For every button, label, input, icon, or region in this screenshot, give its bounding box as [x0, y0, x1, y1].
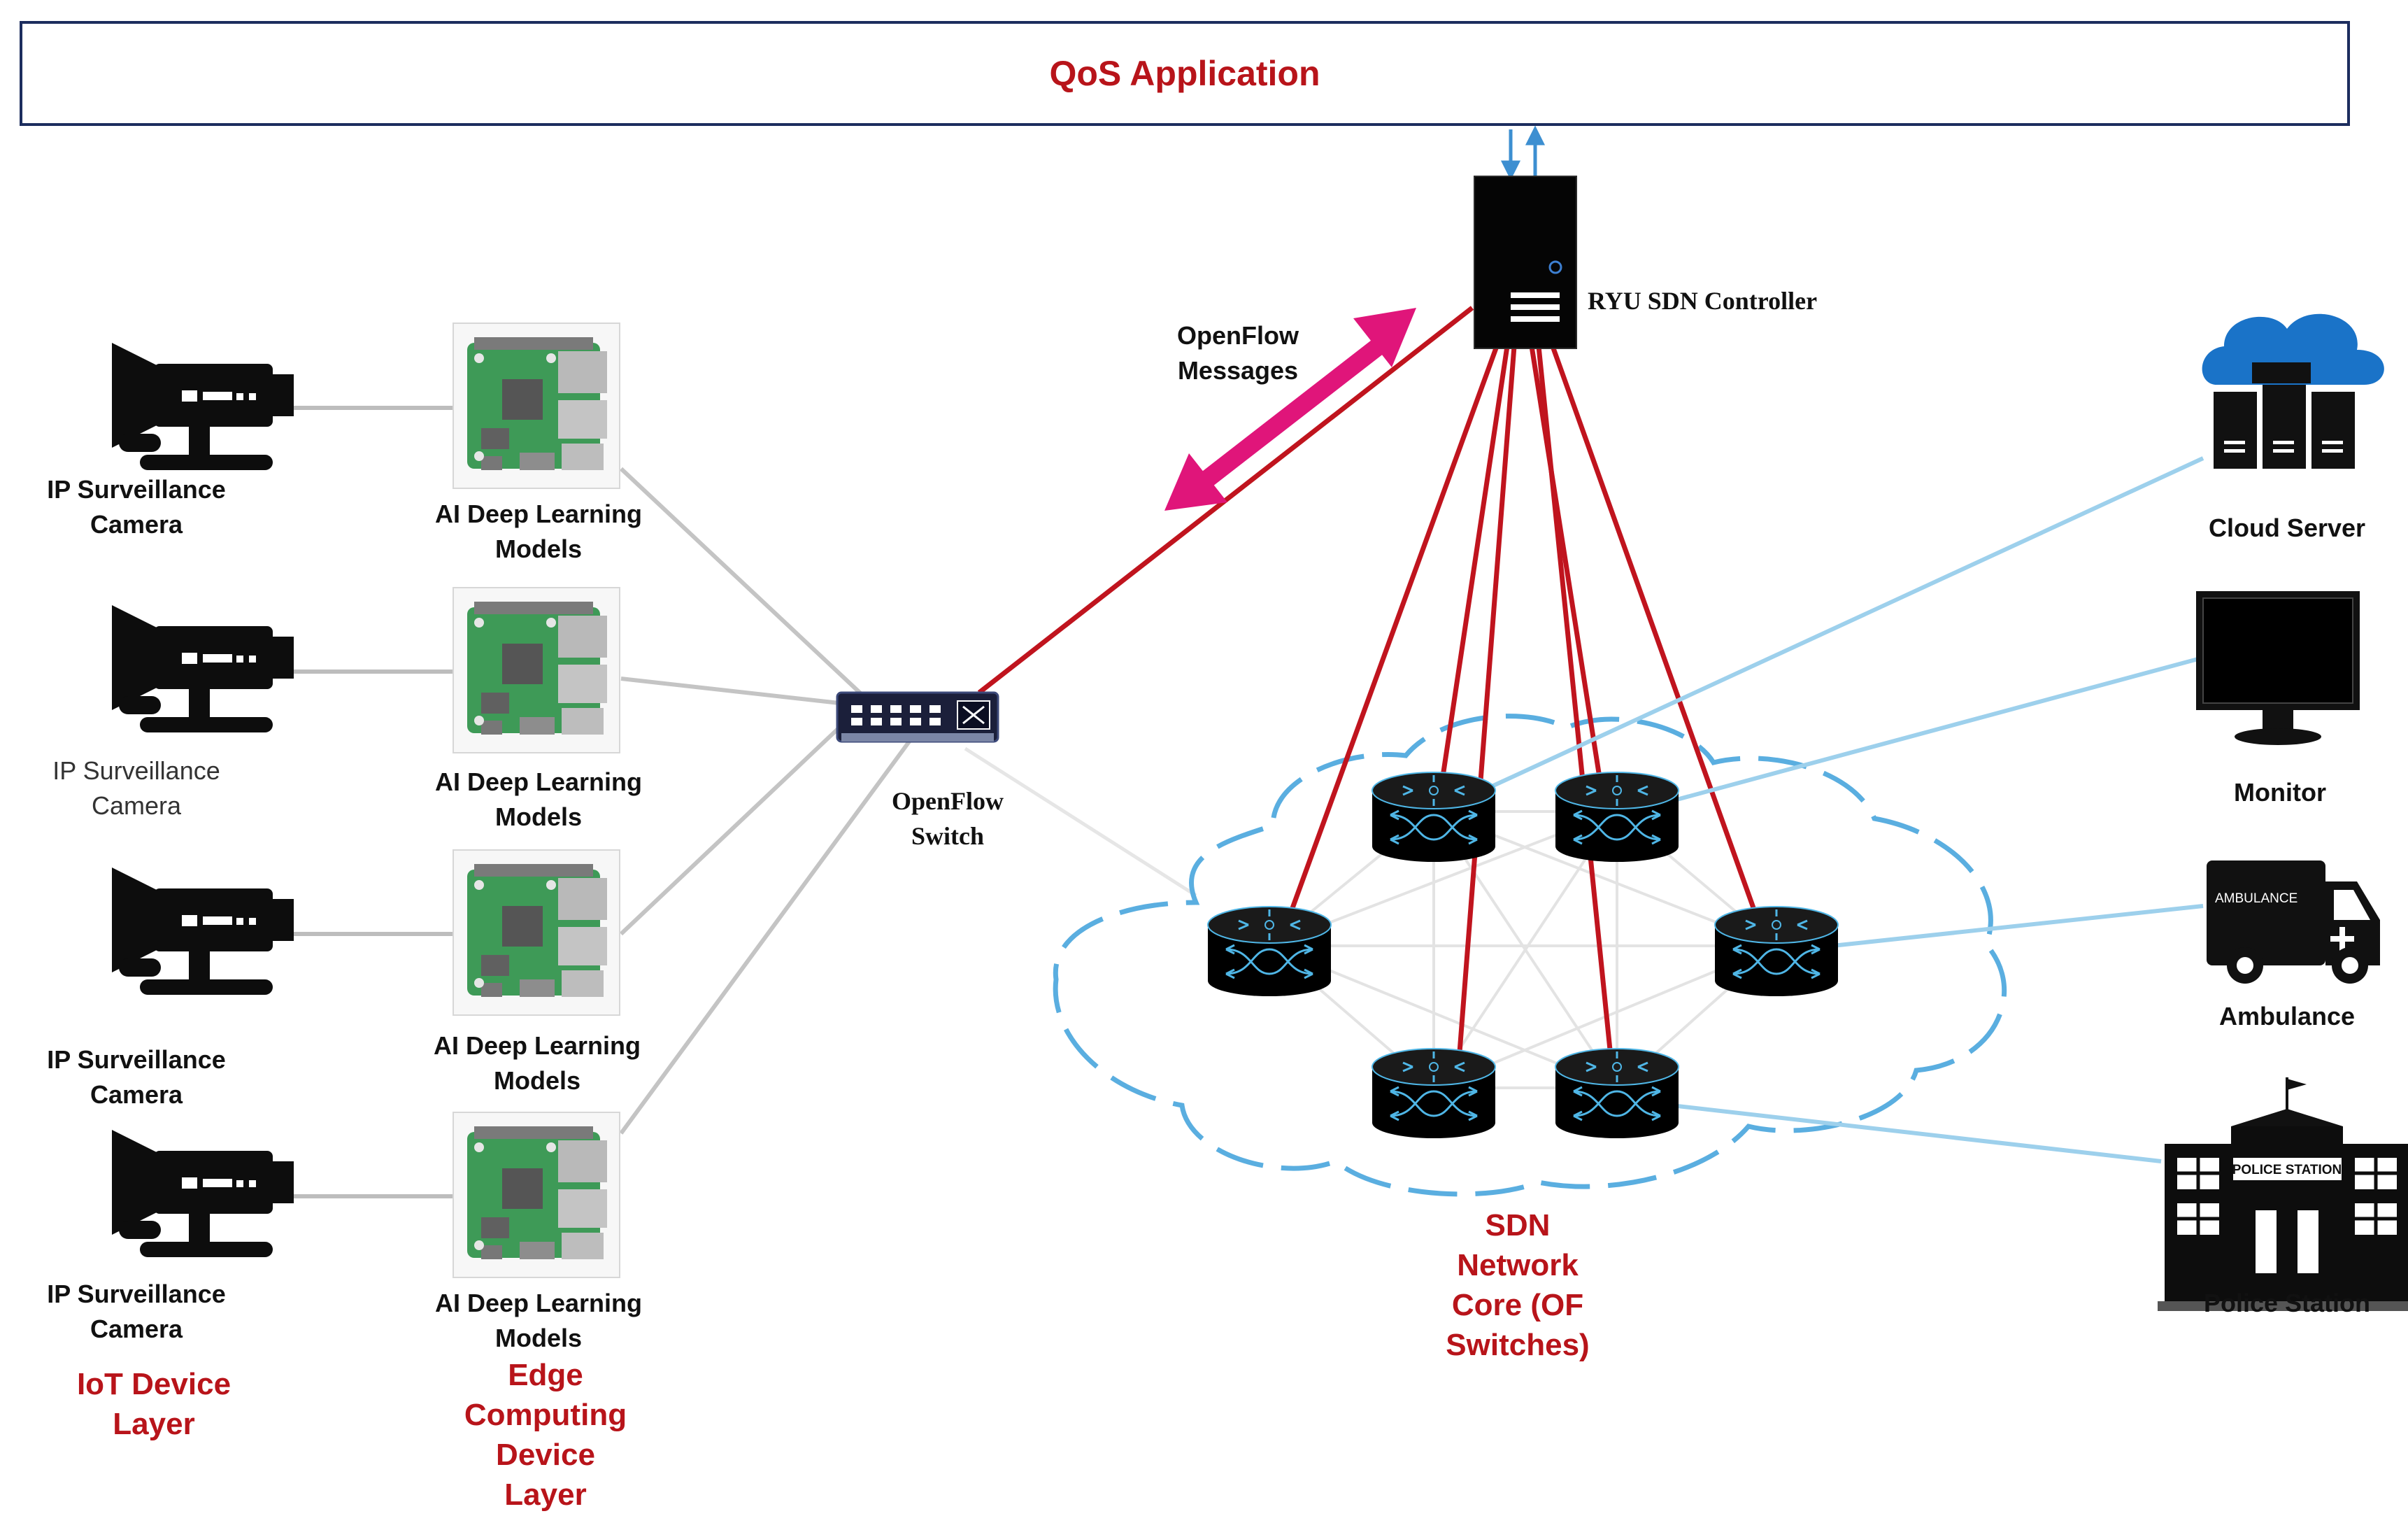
sdn-cloud	[1053, 714, 2007, 1197]
monitor-icon	[2196, 591, 2360, 745]
switch-label-line1: OpenFlow	[891, 787, 1004, 815]
openflow-messages-label: OpenFlow Messages	[1147, 318, 1329, 388]
openflow-switch-label: OpenFlow Switch	[850, 784, 1046, 853]
edge-board-icon	[453, 849, 620, 1016]
qos-application-title: QoS Application	[1049, 54, 1320, 93]
qos-application-box: QoS Application	[20, 21, 2350, 126]
monitor-label: Monitor	[2234, 778, 2326, 807]
sdn-router	[1371, 1047, 1497, 1140]
camera-label: IP Surveillance Camera	[28, 1277, 245, 1347]
sdn-router	[1371, 771, 1497, 863]
edge-device-label-line2: Models	[494, 802, 582, 831]
sdn-router	[1554, 771, 1680, 863]
edge-layer-label: Edge Computing Device Layer	[427, 1355, 664, 1515]
ryu-controller-server	[1474, 176, 1577, 349]
edge-device-label-line2: Models	[493, 1066, 580, 1095]
camera-label: IP Surveillance Camera	[28, 753, 245, 823]
edge-layer-line1: Edge	[508, 1358, 583, 1392]
iot-layer-label: IoT Device Layer	[42, 1364, 266, 1444]
edge-layer-line2: Computing	[464, 1398, 627, 1432]
camera-label: IP Surveillance Camera	[28, 1042, 245, 1112]
sdn-core-line2: Network	[1457, 1248, 1579, 1282]
edge-device-label-line1: AI Deep Learning	[433, 1031, 641, 1060]
sdn-core-line3: Core (OF	[1451, 1288, 1584, 1322]
edge-layer-line4: Layer	[504, 1478, 587, 1512]
openflow-switch-device	[836, 691, 999, 743]
sdn-router	[1714, 905, 1839, 998]
camera-label-line1: IP Surveillance	[47, 1045, 226, 1074]
edge-layer-line3: Device	[496, 1438, 595, 1472]
sdn-core-line4: Switches)	[1446, 1328, 1590, 1362]
controller-qos-arrows	[1500, 125, 1546, 180]
edge-device-label-line1: AI Deep Learning	[434, 767, 643, 796]
camera-label-line1: IP Surveillance	[52, 756, 220, 785]
switch-core-link	[964, 746, 1197, 898]
switch-label-line2: Switch	[911, 822, 984, 850]
sdn-mesh-links	[1268, 810, 1778, 1089]
sdn-router	[1206, 905, 1332, 998]
camera-icon	[112, 343, 294, 470]
edge-device-label: AI Deep Learning Models	[420, 765, 657, 835]
edge-board-icon	[453, 323, 620, 489]
controller-label-text: RYU SDN Controller	[1588, 287, 1818, 315]
sdn-core-label: SDN Network Core (OF Switches)	[1399, 1205, 1637, 1365]
sdn-core-line1: SDN	[1485, 1208, 1551, 1242]
camera-label-line1: IP Surveillance	[47, 1280, 226, 1308]
camera-label-line1: IP Surveillance	[47, 475, 226, 504]
edge-device-label-line2: Models	[494, 1324, 582, 1352]
controller-label: RYU SDN Controller	[1588, 283, 1817, 318]
edge-links	[619, 467, 911, 1135]
iot-layer-line1: IoT Device	[76, 1367, 231, 1401]
edge-device-label-line1: AI Deep Learning	[434, 500, 643, 528]
openflow-messages-line1: OpenFlow	[1177, 321, 1299, 350]
controller-links	[977, 306, 1762, 1071]
openflow-messages-line2: Messages	[1177, 356, 1299, 385]
camera-icon	[112, 605, 294, 732]
edge-device-label: AI Deep Learning Models	[420, 497, 657, 567]
ambulance-label: Ambulance	[2218, 1002, 2356, 1030]
endpoint-links	[1481, 456, 2204, 1163]
ambulance-sign-text: AMBULANCE	[2215, 891, 2297, 906]
openflow-messages-arrow	[1164, 308, 1416, 511]
iot-layer-line2: Layer	[113, 1407, 195, 1441]
edge-device-label: AI Deep Learning Models	[420, 1286, 657, 1356]
edge-device-label: AI Deep Learning Models	[418, 1028, 656, 1098]
ambulance-icon: AMBULANCE	[2207, 860, 2380, 984]
edge-board-icon	[453, 587, 620, 753]
camera-label-line2: Camera	[90, 1080, 183, 1109]
edge-device-label-line2: Models	[494, 534, 582, 563]
edge-board-icon	[453, 1112, 620, 1278]
police-sign-text: POLICE STATION	[2232, 1163, 2342, 1177]
camera-label-line2: Camera	[90, 510, 183, 539]
police-station-label: Police Station	[2203, 1289, 2371, 1317]
sdn-router	[1554, 1047, 1680, 1140]
camera-label-line2: Camera	[90, 1315, 183, 1343]
camera-label: IP Surveillance Camera	[28, 472, 245, 542]
cloud-server-label: Cloud Server	[2208, 513, 2366, 542]
camera-links	[273, 406, 453, 1198]
police-station-icon: POLICE STATION	[2158, 1077, 2408, 1311]
camera-label-line2: Camera	[91, 791, 182, 820]
camera-icon	[112, 867, 294, 995]
cloud-server-icon	[2202, 313, 2384, 469]
camera-icon	[112, 1130, 294, 1257]
edge-device-label-line1: AI Deep Learning	[434, 1289, 643, 1317]
